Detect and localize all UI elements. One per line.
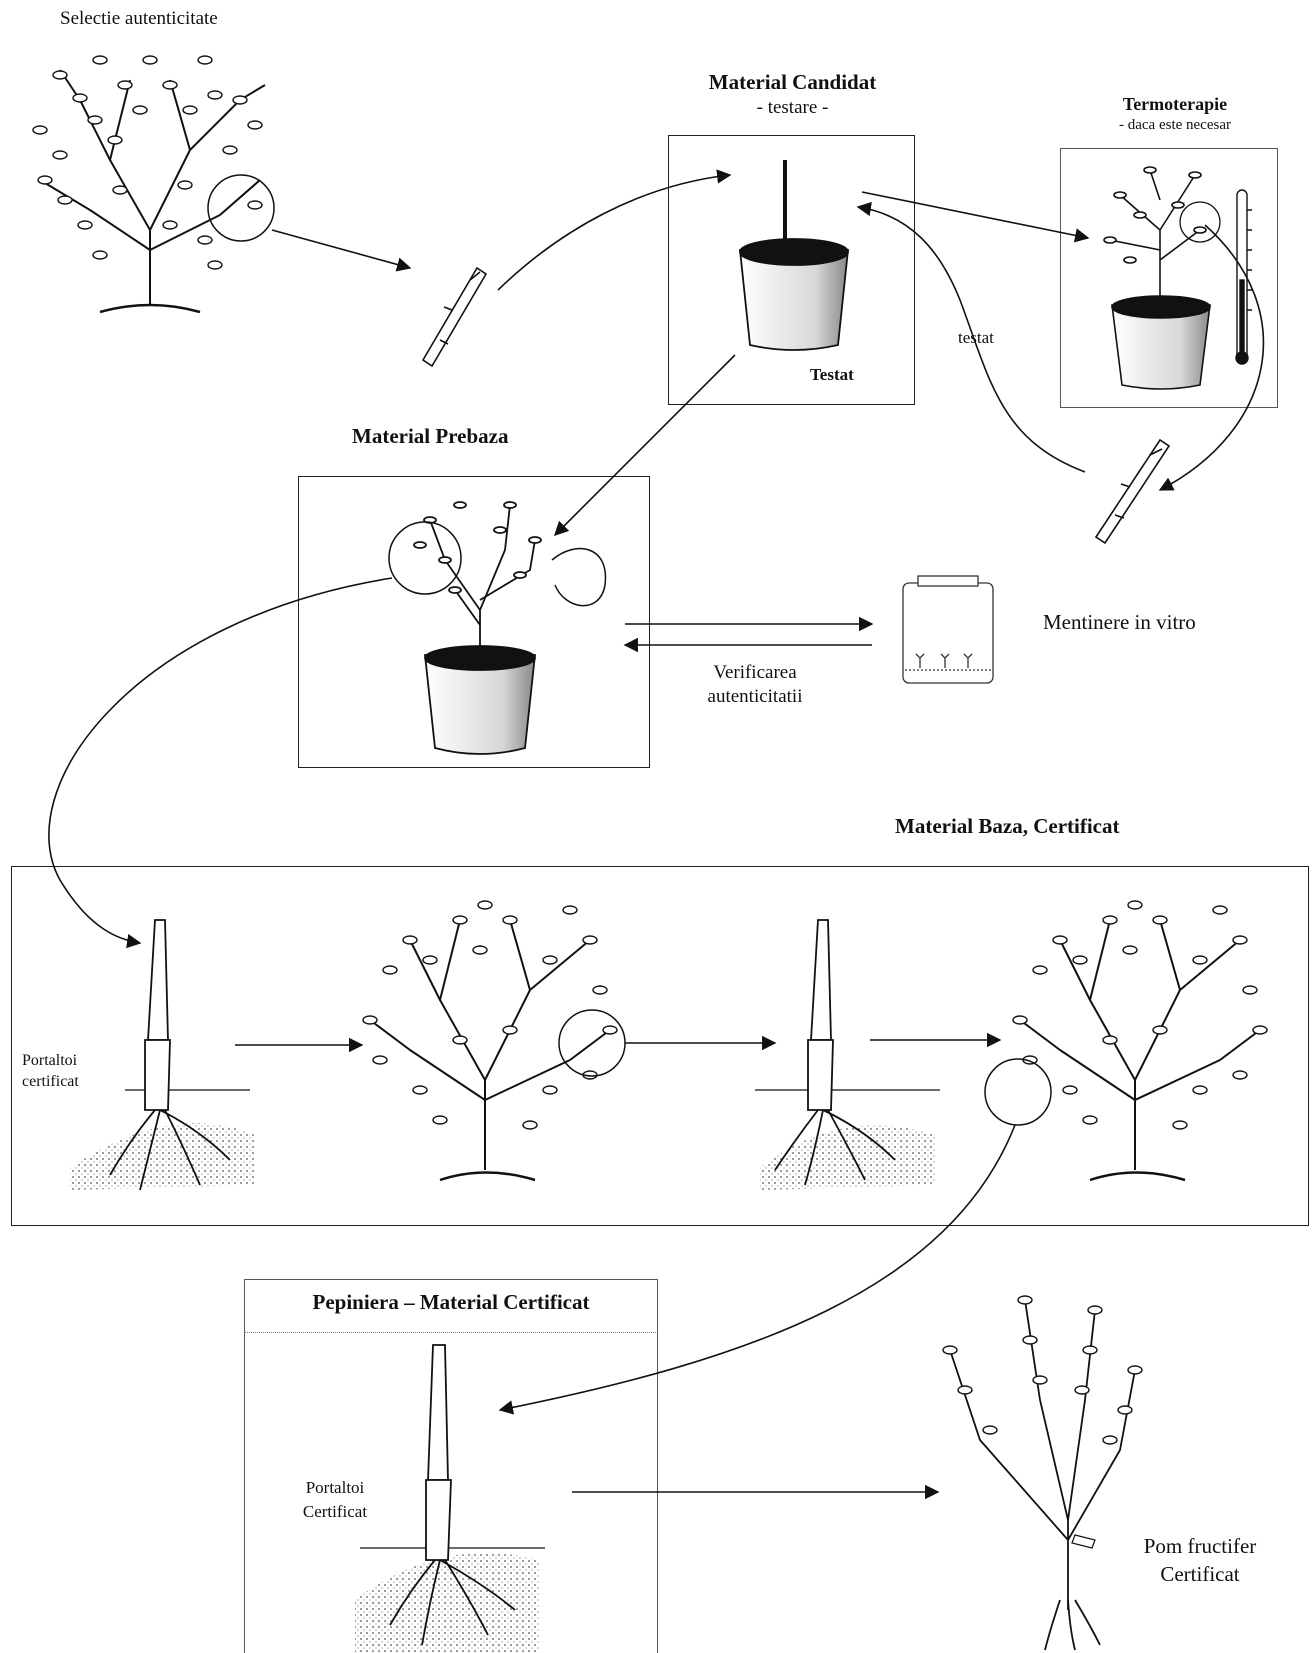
candidat-subtitle: - testare - <box>640 97 945 119</box>
testat-arrow-label: testat <box>958 328 994 348</box>
pom-label-2: Certificat <box>1110 1562 1290 1587</box>
portaltoi-label-1b: certificat <box>22 1073 79 1091</box>
grafted-rootstock-2-icon <box>755 920 940 1190</box>
cutting-icon <box>423 268 486 366</box>
termoterapie-subtitle: - daca este necesar <box>1060 117 1290 134</box>
portaltoi-label-2a: Portaltoi <box>280 1478 390 1498</box>
verificarea-label-1: Verificarea <box>680 662 830 684</box>
thermometer-icon <box>1236 190 1252 364</box>
selectie-label: Selectie autenticitate <box>60 8 218 30</box>
pepiniera-grafted-icon <box>355 1345 545 1653</box>
baza-title: Material Baza, Certificat <box>895 814 1119 839</box>
fruit-tree-icon <box>943 1296 1142 1650</box>
mentinere-label: Mentinere in vitro <box>1043 610 1196 635</box>
arrow-prebaza-to-baza <box>49 578 392 943</box>
arrow-cutting-to-candidat <box>498 175 730 290</box>
baza-tree-2-icon <box>985 901 1267 1180</box>
mother-tree-icon <box>33 56 274 312</box>
arrow-candidat-to-termo <box>862 192 1088 238</box>
arrow-selectie-to-cutting <box>272 230 410 268</box>
verificarea-label-2: autenticitatii <box>680 686 830 708</box>
grafted-rootstock-1-icon <box>70 920 255 1190</box>
pepiniera-title: Pepiniera – Material Certificat <box>244 1290 658 1315</box>
prebaza-title: Material Prebaza <box>352 424 508 449</box>
arrow-candidat-to-prebaza <box>555 355 735 535</box>
portaltoi-label-2b: Certificat <box>280 1502 390 1522</box>
termoterapie-plant-icon <box>1104 167 1220 389</box>
termoterapie-title: Termoterapie <box>1060 94 1290 115</box>
testat-box-label: Testat <box>810 365 854 385</box>
baza-tree-1-icon <box>363 901 625 1180</box>
candidat-pot-icon <box>740 160 848 350</box>
candidat-title: Material Candidat <box>640 70 945 95</box>
tested-cutting-icon <box>1096 440 1169 543</box>
arrow-baza-to-pepiniera <box>500 1125 1015 1410</box>
in-vitro-jar-icon <box>903 576 993 683</box>
prebaza-plant-icon <box>389 502 605 754</box>
portaltoi-label-1a: Portaltoi <box>22 1052 77 1070</box>
pom-label-1: Pom fructifer <box>1110 1534 1290 1559</box>
